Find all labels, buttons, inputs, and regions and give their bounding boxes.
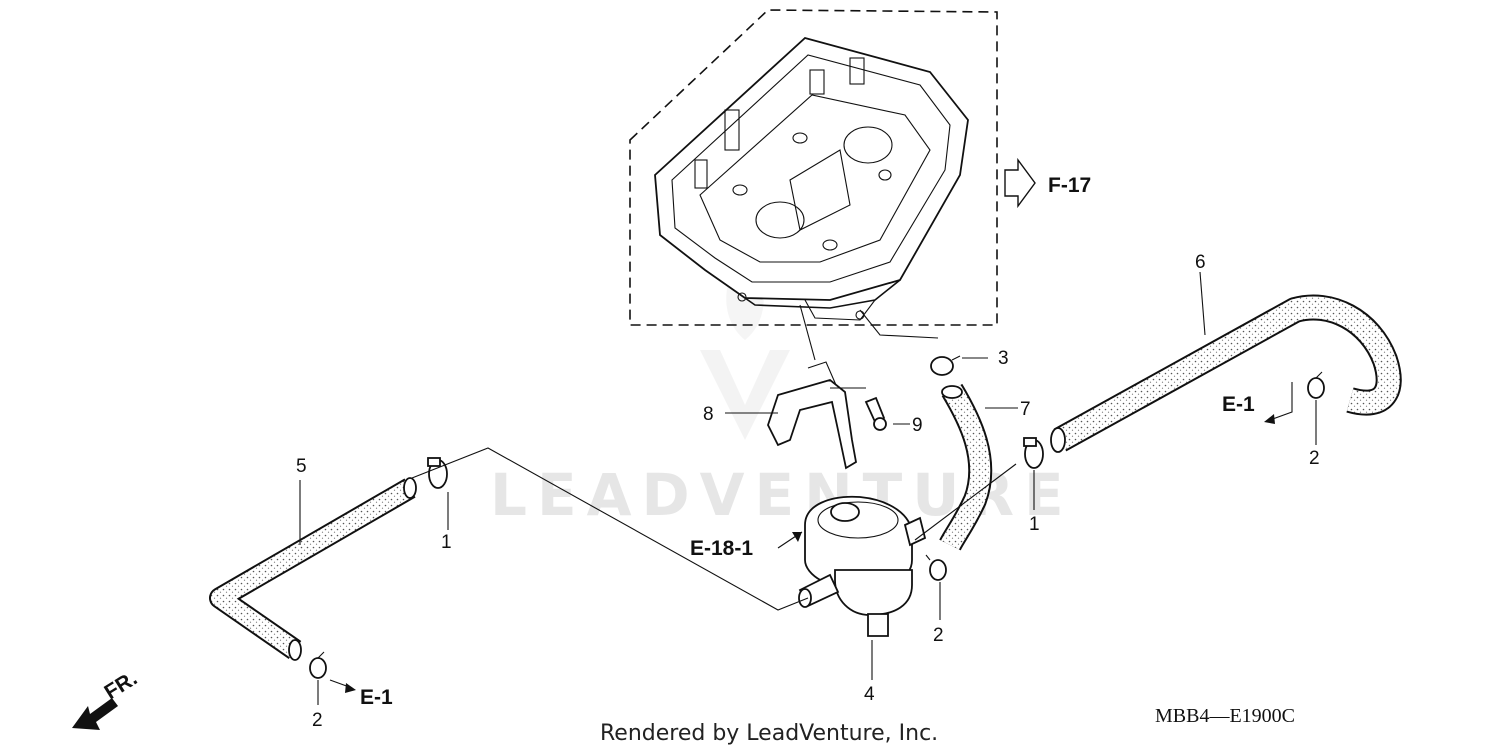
ref-e1-right: E-1 [1222, 393, 1255, 416]
clip-part-2-right [1307, 371, 1325, 399]
callout-5: 5 [296, 456, 307, 477]
hose-part-7 [939, 383, 993, 551]
callout-9: 9 [912, 415, 923, 436]
front-arrow-icon [72, 698, 118, 730]
air-valve-part-4 [798, 495, 927, 637]
front-label: FR. [100, 667, 141, 704]
callout-7: 7 [1020, 399, 1031, 420]
callout-1-left: 1 [441, 532, 452, 553]
ref-e1-left: E-1 [360, 686, 393, 709]
clip-part-3 [930, 355, 961, 376]
assembly-boundary [629, 9, 998, 326]
ref-e18-1: E-18-1 [690, 537, 753, 560]
clip-part-2-mid [925, 554, 947, 581]
callout-2-left: 2 [312, 710, 323, 731]
clamp-part-1-left [427, 457, 448, 489]
hose-part-5 [209, 477, 417, 661]
clip-part-2-left [309, 651, 327, 679]
ref-f17: F-17 [1048, 174, 1091, 197]
clamp-part-1-right [1023, 437, 1044, 469]
callout-4: 4 [864, 684, 875, 705]
hose-part-6 [1050, 294, 1402, 453]
arrow-to-f17 [1004, 157, 1036, 209]
rendered-by-text: Rendered by LeadVenture, Inc. [600, 721, 938, 746]
leader-lines [299, 271, 1317, 705]
callout-8: 8 [703, 404, 714, 425]
front-indicator: FR. [72, 667, 141, 730]
diagram-code: MBB4—E1900C [1155, 705, 1295, 727]
callout-3: 3 [998, 348, 1009, 369]
callout-2-right: 2 [1309, 448, 1320, 469]
ref-arrows [329, 157, 1293, 693]
oil-pan-drawing [654, 37, 969, 321]
bracket-part-8 [767, 361, 857, 470]
screw-part-9 [864, 396, 887, 431]
callout-6: 6 [1195, 252, 1206, 273]
callout-1-right: 1 [1029, 514, 1040, 535]
callout-2-mid: 2 [933, 625, 944, 646]
